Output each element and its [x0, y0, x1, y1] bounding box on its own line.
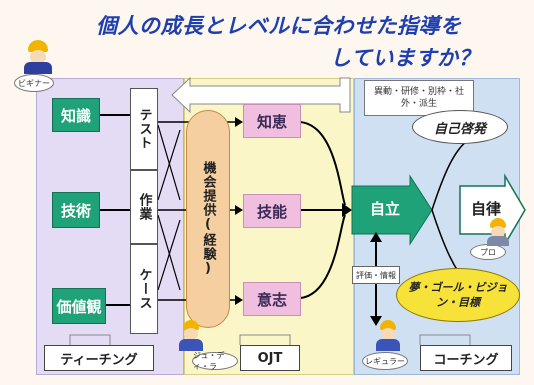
- page-title-line-2: していますか？: [330, 46, 480, 70]
- work-label: 作業: [136, 193, 152, 221]
- feedback-note-text: 評価・情報: [356, 270, 396, 280]
- ojt-label: OJT: [240, 345, 300, 371]
- technique-box: 技能: [243, 194, 301, 228]
- coaching-label: コーチング: [420, 345, 512, 371]
- self-development-label: 自己啓発: [433, 121, 486, 137]
- page-title-line-1: 個人の成長とレベルに合わせた指導を: [96, 14, 462, 38]
- autonomy-arrow: [459, 173, 526, 247]
- pro-figure-icon: [484, 218, 512, 246]
- feedback-back-arrow: [171, 76, 351, 114]
- skill-box: 技術: [52, 192, 100, 228]
- case-column: ケース: [130, 244, 158, 334]
- teaching-label: ティーチング: [44, 345, 154, 371]
- opportunity-oval: 機会提供(経験): [186, 110, 230, 328]
- values-box: 価値観: [52, 288, 106, 324]
- independence-label: 自立: [369, 200, 400, 218]
- autonomy-label: 自律: [470, 200, 501, 218]
- junior-bubble: ジュ・ディ・ラ: [192, 351, 238, 371]
- self-development-ellipse: 自己啓発: [412, 110, 508, 144]
- will-box: 意志: [243, 282, 301, 316]
- knowledge-box: 知識: [52, 98, 100, 132]
- test-label: テスト: [136, 108, 152, 150]
- opportunity-label: 機会提供(経験): [200, 161, 216, 277]
- beginner-figure-icon: [20, 40, 56, 74]
- feedback-note: 評価・情報: [352, 266, 400, 284]
- independence-arrow: [351, 174, 433, 246]
- regular-bubble: レギュラー: [362, 352, 408, 370]
- wisdom-box: 知恵: [243, 104, 301, 138]
- work-column: 作業: [130, 170, 158, 244]
- pro-bubble: プロ: [470, 244, 506, 260]
- regular-figure-icon: [374, 320, 402, 352]
- test-column: テスト: [130, 88, 158, 170]
- case-label: ケース: [136, 268, 152, 310]
- dream-label: 夢・ゴール・ビジョン・目標: [408, 281, 508, 309]
- dream-ellipse: 夢・ゴール・ビジョン・目標: [396, 268, 520, 322]
- junior-figure-icon: [176, 320, 206, 352]
- transfer-note-text: 異動・研修・別枠・社外・派生: [373, 87, 464, 109]
- beginner-bubble: ビギナー: [14, 74, 54, 92]
